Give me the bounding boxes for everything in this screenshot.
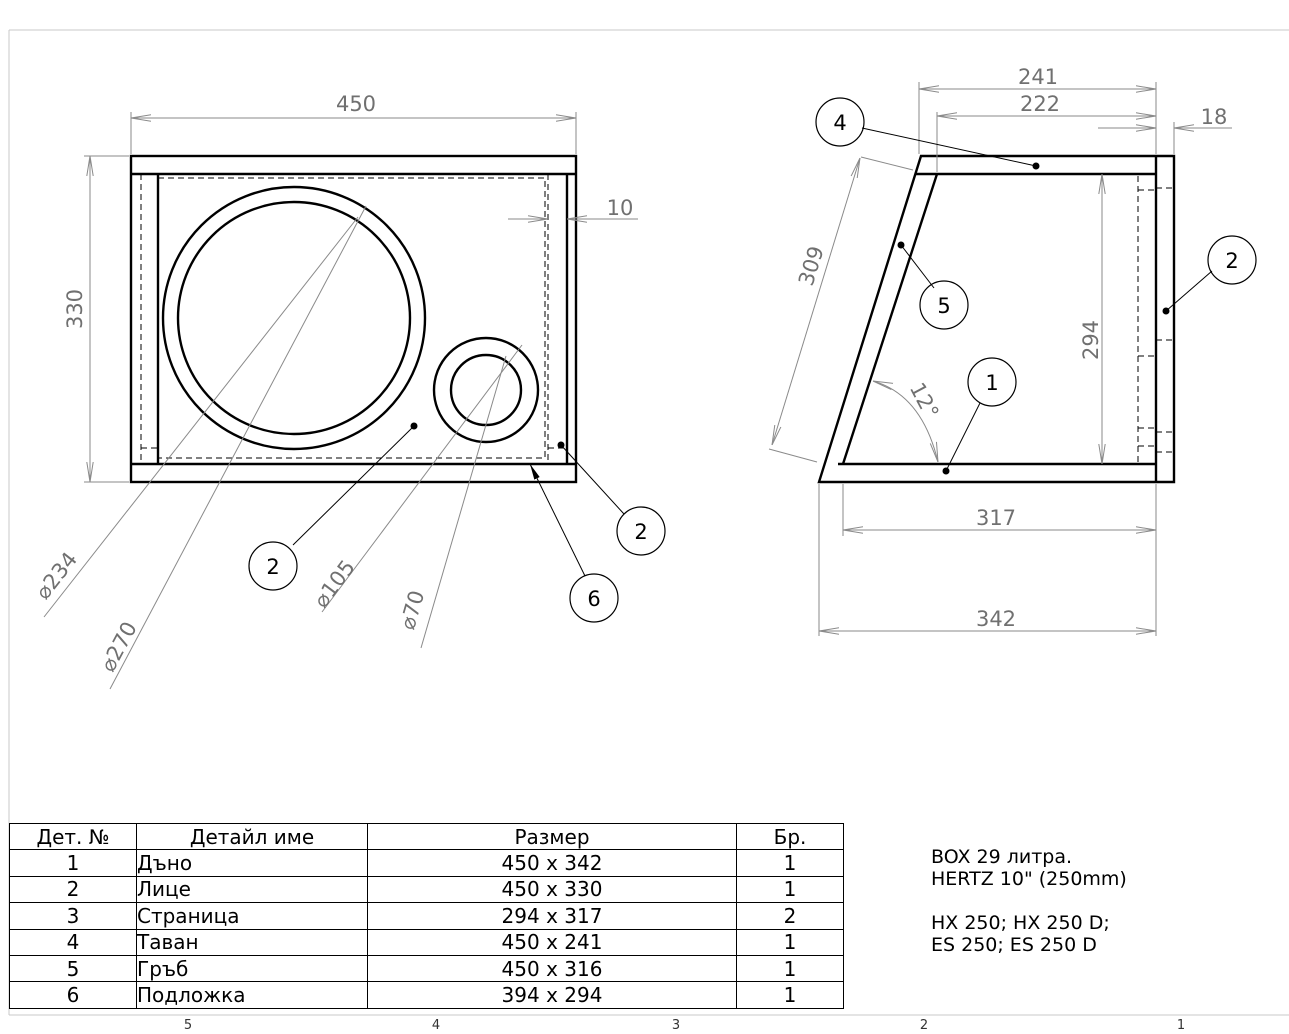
callout-2-face: 2 <box>266 555 279 579</box>
dim-diameter-234: ⌀234 <box>31 548 82 604</box>
part-name: Лице <box>136 875 368 904</box>
part-number: 6 <box>9 981 137 1009</box>
note-compatible-2: ES 250; ES 250 D <box>931 934 1097 956</box>
dim-height-294: 294 <box>1079 320 1103 360</box>
table-row: 6 Подложка 394 x 294 1 <box>9 981 844 1009</box>
dim-bottom-317: 317 <box>976 506 1016 530</box>
table-row: 1 Дъно 450 x 342 1 <box>9 849 844 877</box>
dim-diameter-70: ⌀70 <box>395 588 429 632</box>
dim-width-450: 450 <box>336 92 376 116</box>
part-qty: 1 <box>736 849 844 877</box>
callout-6: 6 <box>587 587 600 611</box>
drawing-notes: BOX 29 литра. HERTZ 10" (250mm) HX 250; … <box>931 846 1127 956</box>
table-header-row: Дет. № Детайл име Размер Бр. <box>9 822 844 851</box>
callout-4: 4 <box>833 111 846 135</box>
part-size: 394 x 294 <box>367 981 737 1009</box>
zone-label: 4 <box>432 1018 440 1033</box>
part-name: Подложка <box>136 981 368 1009</box>
note-box-volume: BOX 29 литра. <box>931 846 1073 868</box>
part-size: 450 x 330 <box>367 875 737 904</box>
part-qty: 1 <box>736 954 844 983</box>
table-row: 5 Гръб 450 x 316 1 <box>9 954 844 983</box>
note-compatible-1: HX 250; HX 250 D; <box>931 912 1110 934</box>
part-number: 5 <box>9 954 137 983</box>
part-size: 450 x 316 <box>367 954 737 983</box>
note-spacer <box>931 890 1127 912</box>
dim-bottom-342: 342 <box>976 607 1016 631</box>
callout-2-back: 2 <box>1225 249 1238 273</box>
column-header: Детайл име <box>136 822 368 851</box>
front-view <box>129 154 578 484</box>
dim-diameter-105: ⌀105 <box>309 556 360 613</box>
part-qty: 1 <box>736 875 844 904</box>
side-callouts: 4 2 5 1 <box>815 97 1257 475</box>
part-name: Таван <box>136 928 368 956</box>
callout-1: 1 <box>985 371 998 395</box>
dim-thickness-18: 18 <box>1201 105 1228 129</box>
dim-slant-309: 309 <box>794 243 829 288</box>
dim-angle-12: 12° <box>905 379 944 423</box>
zone-label: 1 <box>1177 1018 1185 1033</box>
part-number: 1 <box>9 849 137 877</box>
callout-2-side: 2 <box>634 520 647 544</box>
zone-label: 5 <box>184 1018 192 1033</box>
dim-diameter-270: ⌀270 <box>96 618 142 676</box>
table-row: 3 Страница 294 x 317 2 <box>9 902 844 930</box>
front-dimensions: 450 330 10 ⌀234 ⌀270 ⌀105 ⌀70 <box>31 92 638 690</box>
part-qty: 1 <box>736 928 844 956</box>
dim-wall-10: 10 <box>607 196 634 220</box>
front-callouts: 2 2 6 <box>248 422 666 623</box>
part-name: Страница <box>136 902 368 930</box>
dim-height-330: 330 <box>63 289 87 329</box>
zone-label: 2 <box>920 1018 928 1033</box>
side-view <box>817 154 1176 484</box>
zone-label: 3 <box>672 1018 680 1033</box>
part-number: 3 <box>9 902 137 930</box>
table-row: 2 Лице 450 x 330 1 <box>9 875 844 904</box>
dim-top-222: 222 <box>1020 92 1060 116</box>
part-qty: 2 <box>736 902 844 930</box>
part-number: 4 <box>9 928 137 956</box>
part-size: 294 x 317 <box>367 902 737 930</box>
part-name: Дъно <box>136 849 368 877</box>
column-header: Размер <box>367 822 737 851</box>
part-size: 450 x 241 <box>367 928 737 956</box>
zone-labels: 5 4 3 2 1 <box>184 1018 1185 1033</box>
column-header: Дет. № <box>9 822 137 851</box>
part-size: 450 x 342 <box>367 849 737 877</box>
parts-table: Дет. № Детайл име Размер Бр. 1 Дъно 450 … <box>9 822 844 1009</box>
part-name: Гръб <box>136 954 368 983</box>
column-header: Бр. <box>736 822 844 851</box>
part-qty: 1 <box>736 981 844 1009</box>
dim-top-241: 241 <box>1018 65 1058 89</box>
callout-5: 5 <box>937 294 950 318</box>
note-speaker-model: HERTZ 10" (250mm) <box>931 868 1127 890</box>
part-number: 2 <box>9 875 137 904</box>
side-dimensions: 241 222 18 309 294 12° 317 342 <box>768 65 1232 636</box>
table-row: 4 Таван 450 x 241 1 <box>9 928 844 956</box>
